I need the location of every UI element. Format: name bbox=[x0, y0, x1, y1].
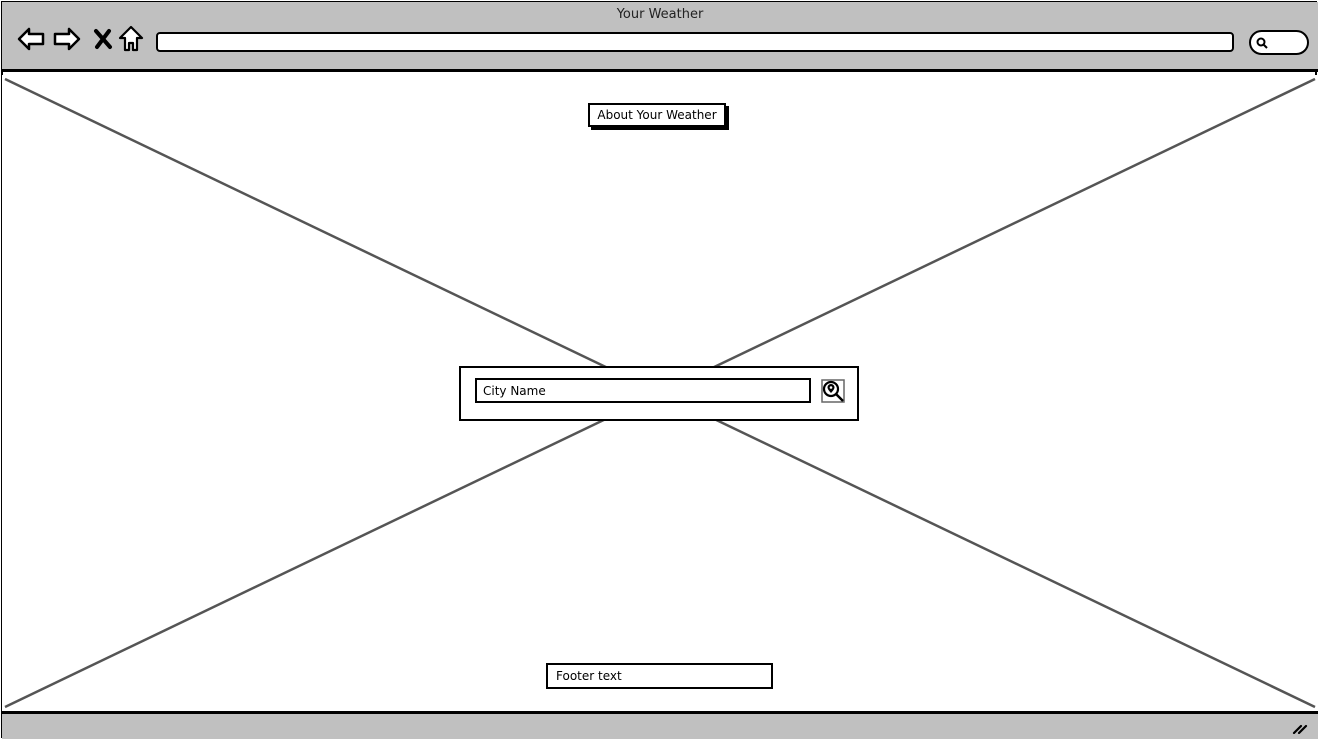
browser-search-box[interactable] bbox=[1249, 30, 1309, 55]
arrow-right-icon bbox=[53, 27, 81, 51]
city-name-input[interactable]: City Name bbox=[475, 378, 811, 403]
footer-text: Footer text bbox=[546, 663, 773, 689]
close-icon bbox=[94, 29, 112, 49]
forward-button[interactable] bbox=[52, 24, 82, 54]
arrow-left-icon bbox=[17, 27, 45, 51]
url-bar[interactable] bbox=[156, 32, 1234, 52]
location-search-icon bbox=[821, 379, 845, 403]
city-input-placeholder: City Name bbox=[483, 383, 546, 398]
stop-button[interactable] bbox=[88, 24, 118, 54]
back-button[interactable] bbox=[16, 24, 46, 54]
search-icon bbox=[1256, 37, 1268, 49]
about-button[interactable]: About Your Weather bbox=[588, 103, 726, 127]
window-title: Your Weather bbox=[616, 7, 704, 22]
status-bar bbox=[2, 711, 1318, 739]
footer-label: Footer text bbox=[556, 669, 622, 683]
home-button[interactable] bbox=[116, 24, 146, 54]
resize-grip-icon[interactable] bbox=[1292, 722, 1308, 734]
home-icon bbox=[118, 25, 144, 52]
browser-titlebar: Your Weather bbox=[2, 2, 1318, 72]
location-search-button[interactable] bbox=[821, 379, 845, 403]
